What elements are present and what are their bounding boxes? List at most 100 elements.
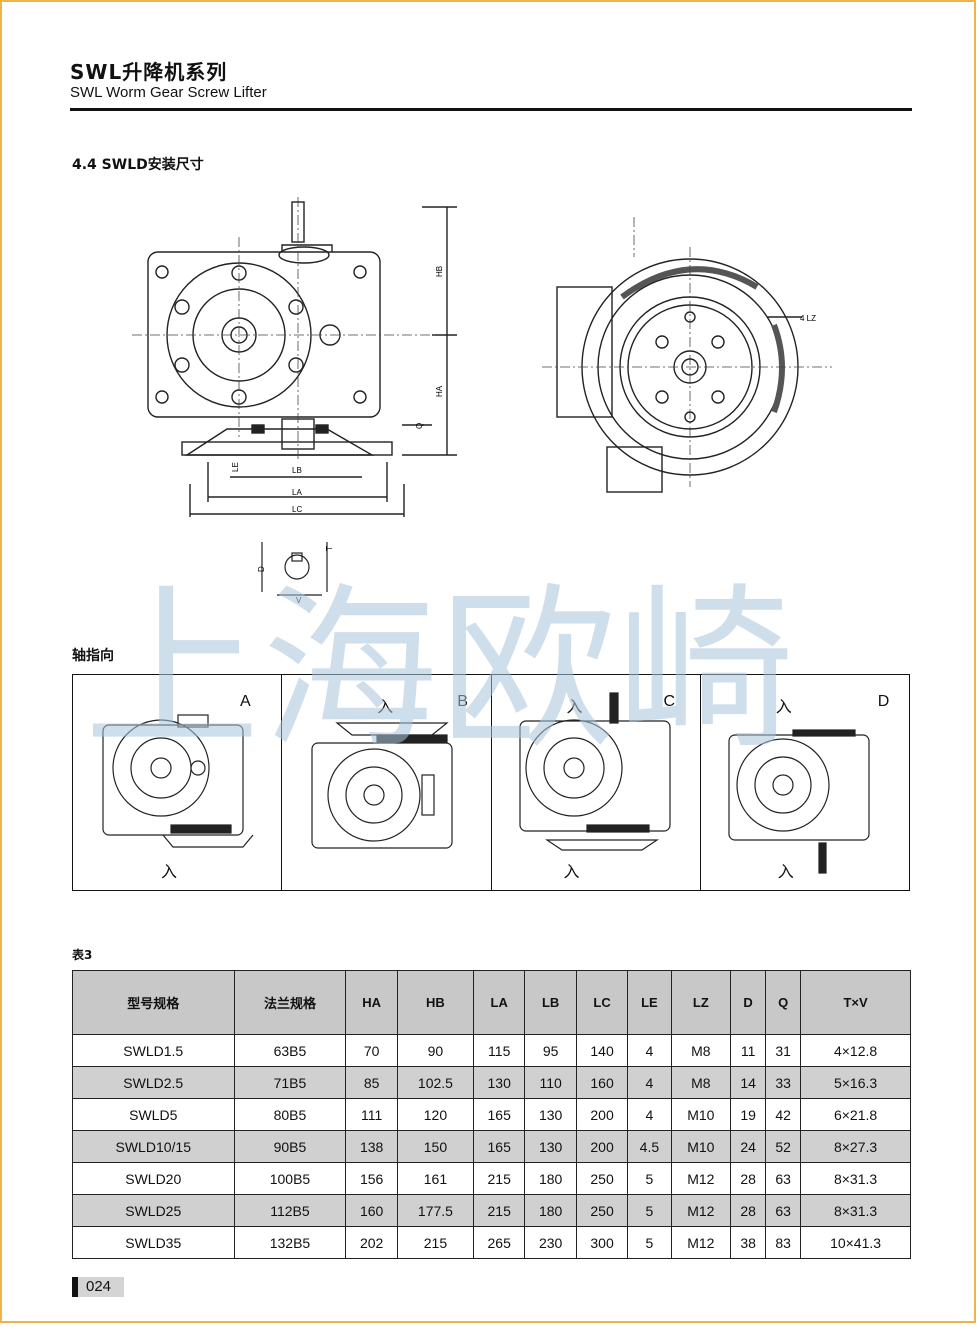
table-cell: 4 <box>627 1098 672 1131</box>
table-cell: 63 <box>765 1194 802 1227</box>
column-header: Q <box>765 970 802 1035</box>
table-cell: 83 <box>765 1226 802 1259</box>
column-header: 法兰规格 <box>233 970 347 1035</box>
dim-lz-label: 4 LZ <box>800 314 816 323</box>
footer-bar <box>72 1277 78 1297</box>
table-cell: 28 <box>730 1162 767 1195</box>
table-cell: 140 <box>575 1034 629 1067</box>
table-cell: 52 <box>765 1130 802 1163</box>
direction-c-letter: C <box>663 693 676 710</box>
table-cell: 265 <box>472 1226 526 1259</box>
direction-d-input-bottom: 入 <box>777 864 794 881</box>
table-cell: 8×31.3 <box>800 1194 911 1227</box>
table-cell: 200 <box>575 1098 629 1131</box>
column-header: LA <box>472 970 526 1035</box>
table-cell: 130 <box>524 1098 577 1131</box>
table-cell: M12 <box>670 1162 732 1195</box>
direction-panel-b: 入 B <box>282 675 492 890</box>
table-cell: 5 <box>627 1194 672 1227</box>
table-cell: 160 <box>345 1194 398 1227</box>
dim-la-label: LA <box>292 488 302 497</box>
table-cell: 5 <box>627 1162 672 1195</box>
column-header: LE <box>627 970 672 1035</box>
table-cell: 70 <box>345 1034 398 1067</box>
direction-c-drawing <box>518 692 671 851</box>
table-cell: 28 <box>730 1194 767 1227</box>
table-cell: 90B5 <box>233 1130 347 1163</box>
table-cell: 4 <box>627 1066 672 1099</box>
table-cell: 120 <box>396 1098 474 1131</box>
table-cell: M8 <box>670 1034 732 1067</box>
table-cell: SWLD5 <box>72 1098 235 1131</box>
table-cell: M8 <box>670 1066 732 1099</box>
table-cell: 110 <box>524 1066 577 1099</box>
table-cell: 230 <box>524 1226 577 1259</box>
table-cell: 42 <box>765 1098 802 1131</box>
table-cell: 111 <box>345 1098 398 1131</box>
page-subtitle: SWL Worm Gear Screw Lifter <box>70 84 267 101</box>
table-cell: 5×16.3 <box>800 1066 911 1099</box>
table-caption: 表3 <box>72 948 93 962</box>
table-cell: 180 <box>524 1162 577 1195</box>
table-cell: 250 <box>575 1162 629 1195</box>
table-cell: 200 <box>575 1130 629 1163</box>
table-cell: 5 <box>627 1226 672 1259</box>
table-cell: 150 <box>396 1130 474 1163</box>
table-cell: 112B5 <box>233 1194 347 1227</box>
table-cell: 215 <box>472 1194 526 1227</box>
direction-panel-d: 入 D 入 <box>701 675 909 890</box>
shaft-direction-title: 轴指向 <box>72 648 114 664</box>
dim-t-label: T <box>325 546 334 551</box>
table-cell: 250 <box>575 1194 629 1227</box>
direction-panel-a: A 入 <box>73 675 283 890</box>
table-cell: 24 <box>730 1130 767 1163</box>
table-cell: 63 <box>765 1162 802 1195</box>
table-cell: 156 <box>345 1162 398 1195</box>
table-cell: 90 <box>396 1034 474 1067</box>
column-header: T×V <box>800 970 911 1035</box>
direction-c-input-bottom: 入 <box>563 864 580 881</box>
direction-b-input-label: 入 <box>377 699 394 716</box>
table-cell: M12 <box>670 1226 732 1259</box>
direction-c-input-top: 入 <box>566 699 583 716</box>
column-header: 型号规格 <box>72 970 235 1035</box>
table-cell: 63B5 <box>233 1034 347 1067</box>
shaft-direction-panels: A 入 入 B <box>72 674 910 891</box>
table-cell: 215 <box>472 1162 526 1195</box>
direction-panel-c: 入 C 入 <box>492 675 701 890</box>
column-header: D <box>730 970 767 1035</box>
table-cell: 165 <box>472 1130 526 1163</box>
table-cell: 130 <box>472 1066 526 1099</box>
column-header: HB <box>396 970 474 1035</box>
column-header: LB <box>524 970 577 1035</box>
dim-ha-label: HA <box>435 385 444 397</box>
table-cell: SWLD1.5 <box>72 1034 235 1067</box>
table-cell: 8×31.3 <box>800 1162 911 1195</box>
table-cell: 33 <box>765 1066 802 1099</box>
dim-le-label: LE <box>231 462 240 472</box>
table-cell: SWLD25 <box>72 1194 235 1227</box>
key-detail-drawing: D V T <box>257 542 334 605</box>
table-cell: 130 <box>524 1130 577 1163</box>
table-cell: M12 <box>670 1194 732 1227</box>
column-header: LZ <box>670 970 732 1035</box>
table-cell: 160 <box>575 1066 629 1099</box>
table-cell: 11 <box>730 1034 767 1067</box>
page-title: SWL升降机系列 <box>70 60 228 84</box>
table-cell: 115 <box>472 1034 526 1067</box>
table-cell: 4.5 <box>627 1130 672 1163</box>
table-cell: 8×27.3 <box>800 1130 911 1163</box>
dim-q-label: Q <box>415 423 424 429</box>
column-header: HA <box>345 970 398 1035</box>
direction-a-letter: A <box>240 693 251 710</box>
table-cell: SWLD2.5 <box>72 1066 235 1099</box>
table-cell: 71B5 <box>233 1066 347 1099</box>
table-cell: 177.5 <box>396 1194 474 1227</box>
table-cell: 4×12.8 <box>800 1034 911 1067</box>
table-cell: 31 <box>765 1034 802 1067</box>
